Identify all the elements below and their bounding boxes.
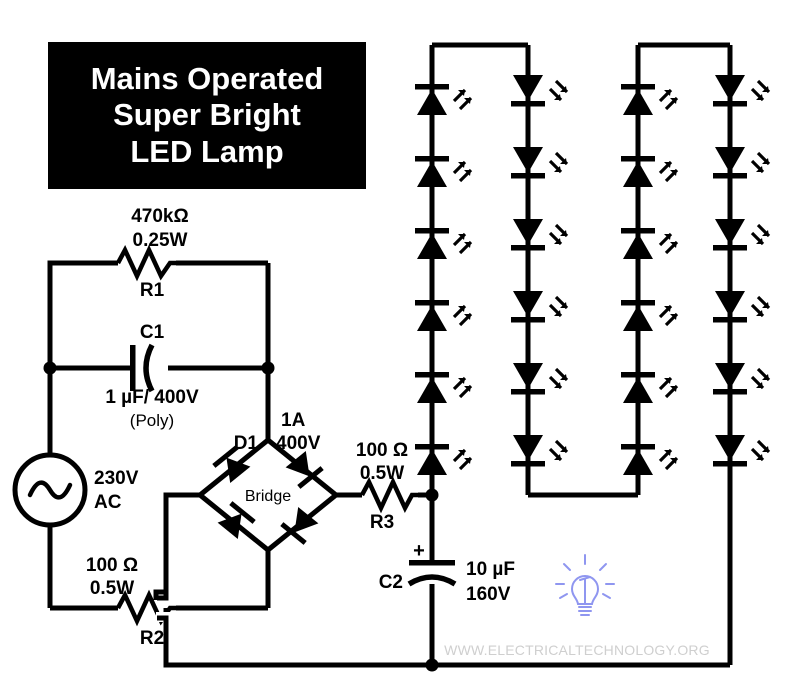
c1-value-label: 1 µF/ 400V [105, 387, 199, 408]
title-line-2: Super Bright [113, 97, 301, 133]
r3-ref-label: R3 [370, 512, 394, 533]
source-type-label: AC [94, 492, 122, 513]
d1-voltage-label: 400V [276, 433, 321, 454]
c1-branch [50, 343, 268, 393]
source-voltage-label: 230V [94, 468, 139, 489]
junction-dot-ground [425, 658, 439, 672]
title-line-1: Mains Operated [90, 60, 324, 96]
c2-voltage-label: 160V [466, 584, 511, 605]
led-column-4 [711, 73, 771, 469]
led-column-3 [619, 82, 679, 477]
junction-dot-right [261, 361, 275, 375]
c1-ref-label: C1 [140, 322, 165, 343]
r3-branch [336, 476, 432, 514]
c2-value-label: 10 µF [466, 559, 515, 580]
title-line-3: LED Lamp [130, 133, 284, 169]
mains-return-rail [163, 608, 432, 668]
r2-value-label: 100 Ω [86, 555, 138, 576]
r1-value-label: 470kΩ [131, 206, 189, 227]
watermark-label: WWW.ELECTRICALTECHNOLOGY.ORG [444, 642, 710, 658]
r2-power-label: 0.5W [90, 578, 134, 599]
c2-polarity-label: + [413, 540, 425, 562]
led-column-2 [509, 73, 569, 469]
r3-value-label: 100 Ω [356, 440, 408, 461]
c1-note-label: (Poly) [130, 411, 174, 430]
r2-ref-label: R2 [140, 628, 164, 649]
led-column-1 [413, 82, 473, 477]
r1-branch [47, 244, 268, 368]
d1-ref-label: D1 [234, 433, 259, 454]
ac-source-symbol [12, 452, 88, 528]
r3-power-label: 0.5W [360, 463, 404, 484]
c2-ref-label: C2 [379, 572, 403, 593]
d1-current-label: 1A [281, 410, 306, 431]
r1-power-label: 0.25W [133, 230, 188, 251]
bridge-left-lead [163, 492, 200, 595]
c2-symbol [407, 560, 457, 587]
title-block: Mains Operated Super Bright LED Lamp [48, 42, 366, 189]
light-bulb-icon [555, 554, 615, 616]
r1-ref-label: R1 [140, 280, 165, 301]
r2-branch [50, 589, 268, 627]
wire-crossing-jog [153, 586, 178, 630]
bridge-label: Bridge [245, 488, 291, 505]
